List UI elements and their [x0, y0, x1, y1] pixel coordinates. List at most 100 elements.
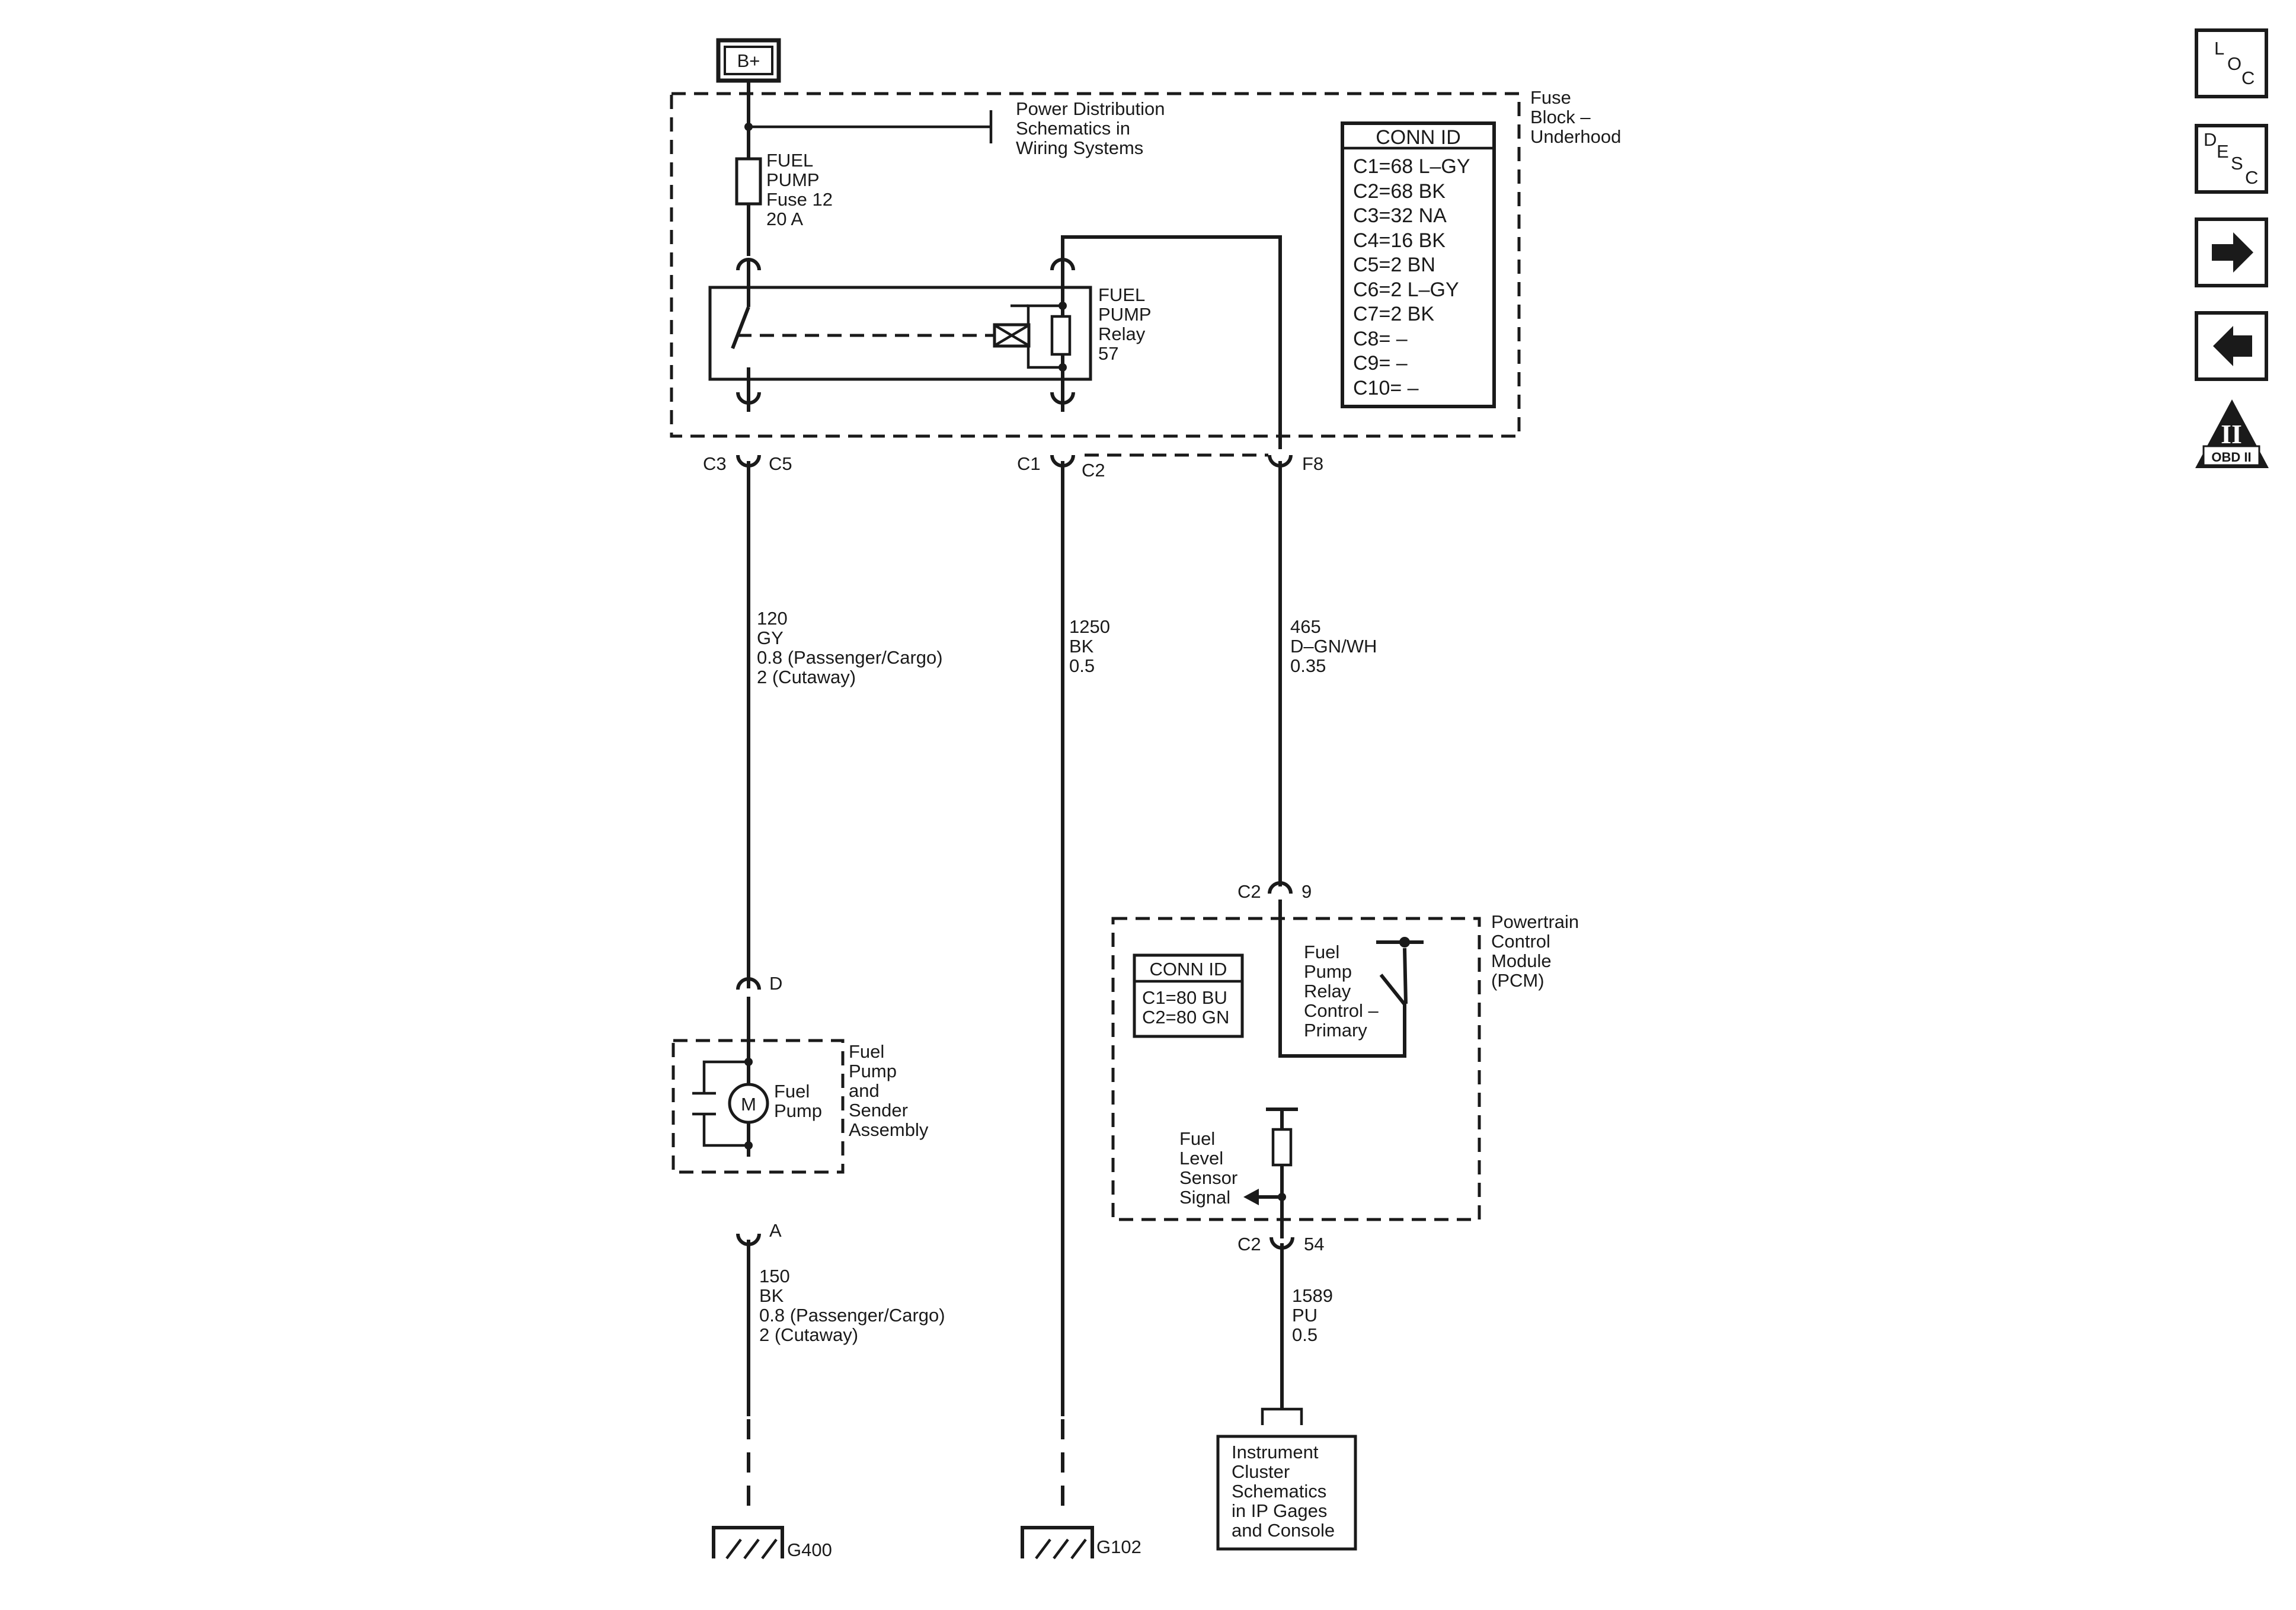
- obd-ii-icon: II OBD II: [2195, 399, 2269, 468]
- wire-120-color: GY: [757, 628, 784, 648]
- pcm-c2-conn-54: C2: [1237, 1234, 1261, 1254]
- obd-numeral: II: [2221, 419, 2242, 449]
- pcm-conn-id-row: C1=80 BU: [1142, 987, 1227, 1008]
- fuel-pump-assembly-outline: [671, 1039, 845, 1174]
- b-plus-label: B+: [737, 50, 760, 71]
- pcm-pin-54: 54: [1304, 1234, 1324, 1254]
- loc-button[interactable]: L O C: [2195, 28, 2268, 98]
- loc-icon: L O C: [2214, 38, 2255, 88]
- desc-letter: S: [2231, 153, 2243, 174]
- wire-150-size-1: 0.8 (Passenger/Cargo): [759, 1305, 945, 1326]
- fuse-block-conn-id-table: CONN ID C1=68 L–GY C2=68 BK C3=32 NA C4=…: [1341, 121, 1496, 408]
- fuel-pump-motor: [728, 1083, 769, 1124]
- conn-id-row: C5=2 BN: [1353, 254, 1435, 276]
- conn-c5: C5: [769, 453, 792, 474]
- pcm-outline: [1111, 917, 1481, 1221]
- power-dist-ref-3: Wiring Systems: [1016, 137, 1143, 158]
- pcm-c2-conn: C2: [1237, 881, 1261, 902]
- ground-g102-icon: [1021, 1526, 1094, 1560]
- relay-label-1: FUEL: [1098, 284, 1145, 305]
- wire-1250-label: 1250: [1069, 616, 1110, 637]
- conn-c3: C3: [703, 453, 727, 474]
- relay-control-label: Relay: [1304, 981, 1351, 1001]
- desc-icon: D E S C: [2204, 129, 2258, 188]
- motor-label-2: Pump: [774, 1100, 822, 1121]
- back-arrow-icon: [2213, 326, 2252, 366]
- loc-letter: C: [2241, 68, 2255, 88]
- fuse-label-2: PUMP: [766, 169, 820, 190]
- b-plus-source: B+: [716, 38, 781, 83]
- fuse-block-title-2: Block –: [1530, 107, 1591, 127]
- wire-150-color: BK: [759, 1285, 784, 1306]
- fuel-pump-assembly-title: Pump: [849, 1061, 897, 1081]
- pcm-title: Control: [1491, 931, 1550, 952]
- conn-id-row: C8= –: [1353, 328, 1408, 350]
- wire-150-size-2: 2 (Cutaway): [759, 1324, 858, 1345]
- desc-letter: C: [2245, 167, 2258, 188]
- desc-button[interactable]: D E S C: [2195, 124, 2268, 194]
- wire-120-size-2: 2 (Cutaway): [757, 667, 856, 687]
- desc-letter: E: [2217, 141, 2229, 162]
- instrument-cluster-ref: Instrument Cluster Schematics in IP Gage…: [1216, 1435, 1357, 1551]
- ground-g102-label: G102: [1096, 1537, 1141, 1557]
- wire-1250-color: BK: [1069, 636, 1094, 657]
- conn-id-row: C7=2 BK: [1353, 303, 1434, 325]
- sensor-signal-label: Fuel: [1179, 1128, 1215, 1149]
- motor-symbol: M: [741, 1094, 756, 1115]
- conn-f8: F8: [1302, 453, 1323, 474]
- next-arrow-icon: [2212, 232, 2253, 273]
- wire-1589-size: 0.5: [1292, 1324, 1318, 1345]
- conn-c2: C2: [1082, 460, 1105, 481]
- sensor-signal-label: Signal: [1179, 1187, 1230, 1208]
- conn-id-row: C6=2 L–GY: [1353, 279, 1459, 301]
- wire-120-size-1: 0.8 (Passenger/Cargo): [757, 647, 943, 668]
- relay-control-label: Pump: [1304, 961, 1352, 982]
- next-button[interactable]: [2195, 217, 2268, 287]
- relay-control-label: Primary: [1304, 1020, 1367, 1041]
- fuel-pump-assembly-title: and: [849, 1080, 880, 1101]
- conn-id-row: C9= –: [1353, 352, 1408, 375]
- wire-120-label: 120: [757, 608, 788, 629]
- fuse-label-1: FUEL: [766, 150, 813, 171]
- conn-id-row: C2=68 BK: [1353, 180, 1446, 203]
- ground-g400-label: G400: [787, 1539, 832, 1560]
- fuse-block-title-3: Underhood: [1530, 126, 1621, 147]
- loc-letter: L: [2214, 38, 2224, 59]
- wire-150-label: 150: [759, 1266, 790, 1286]
- fuel-pump-relay: [708, 286, 1092, 381]
- wire-1250-size: 0.5: [1069, 655, 1095, 676]
- fuel-pump-assembly-title: Fuel: [849, 1041, 884, 1062]
- relay-control-label: Fuel: [1304, 942, 1339, 962]
- pcm-conn-id-header: CONN ID: [1150, 959, 1227, 980]
- ground-g400-icon: [712, 1526, 784, 1560]
- pcm-conn-id-table: CONN ID C1=80 BU C2=80 GN: [1133, 953, 1244, 1038]
- cluster-ref-line: in IP Gages: [1232, 1500, 1327, 1521]
- wire-465-size: 0.35: [1290, 655, 1326, 676]
- fuel-pump-assembly-title: Assembly: [849, 1119, 929, 1140]
- cluster-ref-line: and Console: [1232, 1520, 1335, 1541]
- power-dist-ref-1: Power Distribution: [1016, 98, 1165, 119]
- pcm-pin-9: 9: [1302, 881, 1312, 902]
- conn-id-header: CONN ID: [1376, 126, 1461, 149]
- relay-label-4: 57: [1098, 343, 1118, 364]
- fuse-block-title-1: Fuse: [1530, 87, 1571, 108]
- wire-1589-color: PU: [1292, 1305, 1318, 1326]
- wire-465-color: D–GN/WH: [1290, 636, 1377, 657]
- pcm-conn-id-row: C2=80 GN: [1142, 1007, 1229, 1028]
- relay-control-label: Control –: [1304, 1000, 1379, 1021]
- motor-label-1: Fuel: [774, 1081, 810, 1102]
- relay-label-2: PUMP: [1098, 304, 1152, 325]
- loc-letter: O: [2227, 53, 2241, 74]
- desc-letter: D: [2204, 129, 2217, 150]
- sensor-signal-label: Sensor: [1179, 1167, 1237, 1188]
- conn-id-row: C4=16 BK: [1353, 229, 1446, 252]
- obd-ii-button[interactable]: II OBD II: [2195, 399, 2269, 468]
- cluster-ref-line: Cluster: [1232, 1461, 1290, 1482]
- conn-id-row: C3=32 NA: [1353, 204, 1447, 227]
- fuel-pump-assembly-title: Sender: [849, 1100, 908, 1121]
- back-button[interactable]: [2195, 311, 2268, 381]
- cluster-ref-line: Schematics: [1232, 1481, 1326, 1502]
- pcm-title: Module: [1491, 950, 1552, 971]
- fuse-label-4: 20 A: [766, 209, 803, 229]
